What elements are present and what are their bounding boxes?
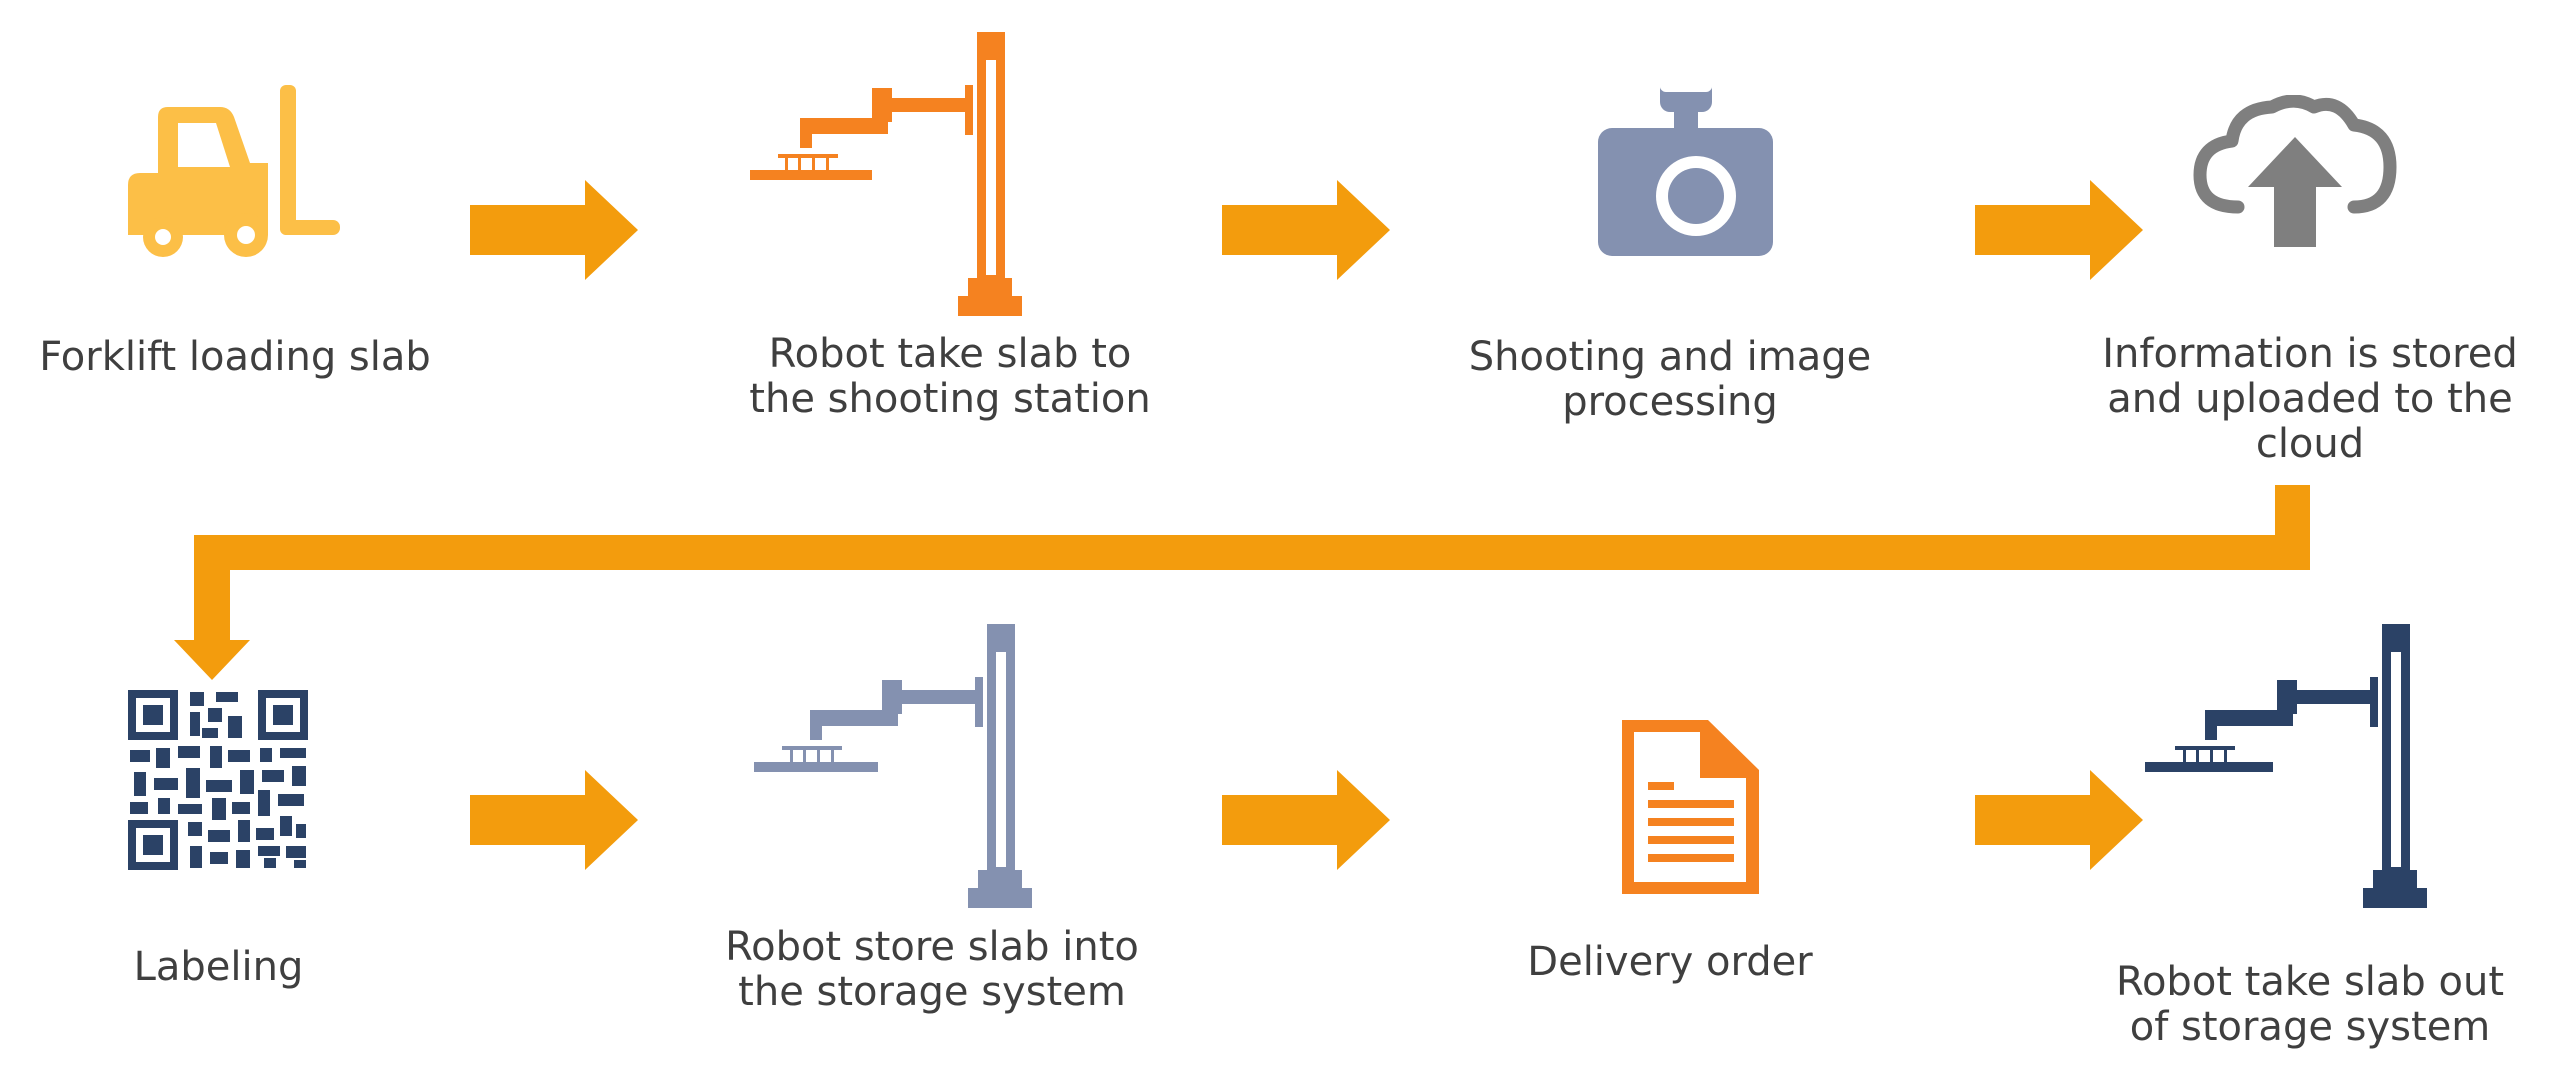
step-label-robot-take: Robot take slab to the shooting station (749, 331, 1151, 422)
flow-arrow (1975, 770, 2143, 870)
flow-arrow (1975, 180, 2143, 280)
step-label-delivery: Delivery order (1527, 939, 1813, 985)
cloud-upload-icon (2193, 95, 2397, 247)
step-label-shooting: Shooting and image processing (1468, 334, 1872, 425)
flow-arrow (1222, 180, 1390, 280)
robot-arm-icon (754, 624, 1032, 908)
flow-arrow (470, 180, 638, 280)
step-label-cloud: Information is stored and uploaded to th… (2102, 331, 2518, 467)
camera-icon (1598, 80, 1773, 256)
document-icon (1622, 720, 1759, 894)
robot-arm-icon (2145, 624, 2427, 908)
step-label-forklift: Forklift loading slab (39, 334, 431, 380)
flow-arrow (1222, 770, 1390, 870)
forklift-icon (128, 85, 340, 257)
flow-arrow (470, 770, 638, 870)
step-label-robot-out: Robot take slab out of storage system (2115, 959, 2505, 1050)
step-label-labeling: Labeling (133, 944, 304, 990)
qr-code-icon (128, 690, 308, 870)
robot-arm-icon (750, 32, 1022, 316)
step-label-robot-store: Robot store slab into the storage system (725, 924, 1139, 1015)
